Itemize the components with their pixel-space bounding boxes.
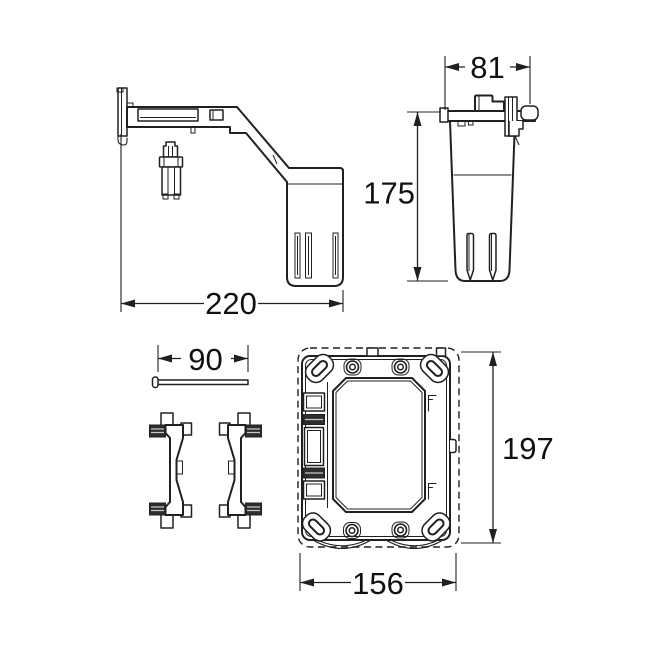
frame-hook-top bbox=[427, 394, 437, 412]
arm-lip bbox=[126, 102, 134, 108]
mounting-clip-left bbox=[149, 412, 193, 529]
clip-latch-top bbox=[149, 424, 166, 438]
arrow-left-icon bbox=[158, 354, 172, 363]
dimension-frame-height: 197 bbox=[461, 351, 554, 544]
frame-left-rail bbox=[302, 382, 328, 508]
wall-plate bbox=[116, 87, 128, 146]
screw-slot-top-left bbox=[304, 353, 335, 384]
arrow-right-icon bbox=[234, 354, 248, 363]
arrow-up-icon bbox=[413, 112, 422, 126]
arrow-right-icon bbox=[329, 299, 343, 308]
tank-body bbox=[449, 120, 516, 282]
frame-side-tab bbox=[450, 438, 457, 454]
arm-tab bbox=[190, 126, 196, 134]
arrow-left-icon bbox=[300, 578, 314, 587]
dimension-tank-top-width: 81 bbox=[444, 50, 531, 110]
bracket-side-view: 220 bbox=[116, 87, 344, 321]
dimension-frame-width: 156 bbox=[299, 553, 457, 601]
screw-hole bbox=[391, 521, 410, 539]
arrow-right-icon bbox=[442, 578, 456, 587]
rod-head bbox=[151, 376, 159, 389]
dimension-label-90: 90 bbox=[188, 342, 222, 377]
pin-clip bbox=[158, 141, 184, 200]
dimension-bracket-width: 220 bbox=[120, 134, 344, 321]
frame-dashed-outline bbox=[297, 347, 460, 548]
arrow-right-icon bbox=[516, 63, 530, 71]
tank-slots-front bbox=[466, 232, 497, 281]
frame-hook-bottom bbox=[427, 482, 437, 500]
screw-slot-top-right bbox=[419, 353, 450, 384]
arrow-left-icon bbox=[445, 63, 459, 71]
tank-front-view: 81 175 bbox=[363, 50, 539, 282]
arm-notch bbox=[209, 109, 224, 121]
screw-hole bbox=[391, 358, 410, 376]
tank-cap bbox=[474, 94, 524, 146]
mounting-frame: 197 156 bbox=[297, 347, 554, 601]
clip-window bbox=[175, 460, 183, 475]
arrow-left-icon bbox=[121, 299, 135, 308]
screw-hole bbox=[343, 522, 361, 539]
dimension-label-197: 197 bbox=[502, 431, 554, 466]
dimension-label-81: 81 bbox=[470, 50, 504, 85]
arrow-down-icon bbox=[489, 529, 497, 543]
clip-latch-bottom bbox=[149, 502, 166, 516]
container-slots-side bbox=[294, 232, 339, 279]
frame-opening bbox=[332, 377, 426, 513]
dimension-label-175: 175 bbox=[363, 176, 415, 211]
dimension-tank-height: 175 bbox=[363, 111, 448, 282]
screw-slot-bottom-right bbox=[421, 512, 451, 542]
arm-recess bbox=[137, 108, 199, 122]
screw-hole bbox=[343, 358, 362, 376]
dimension-label-220: 220 bbox=[205, 286, 257, 321]
dimension-rod-length: 90 bbox=[157, 342, 249, 377]
bracket-arm bbox=[126, 106, 344, 287]
arrow-down-icon bbox=[413, 267, 422, 281]
frame-bottom-arcs bbox=[312, 539, 444, 550]
dimension-label-156: 156 bbox=[352, 566, 404, 601]
arrow-up-icon bbox=[489, 352, 497, 366]
frame-top-tab bbox=[435, 347, 447, 357]
frame-top-tab bbox=[366, 347, 379, 357]
fixing-rod: 90 bbox=[151, 342, 249, 389]
screw-slot-bottom-left bbox=[301, 512, 332, 542]
